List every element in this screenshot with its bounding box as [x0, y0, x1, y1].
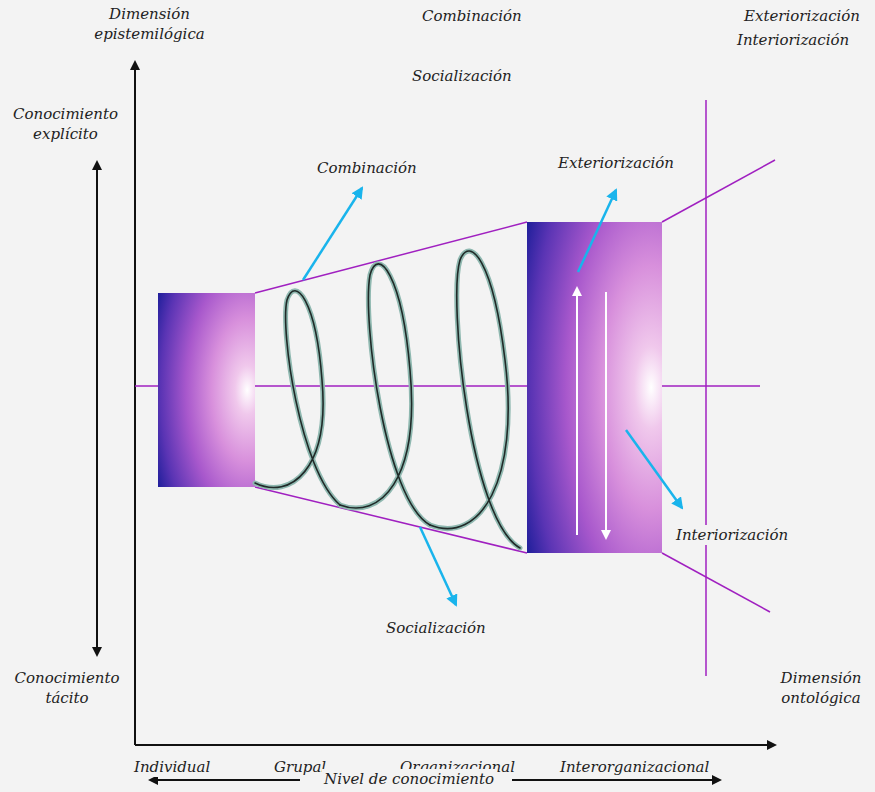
callout-label: Exteriorización: [556, 153, 676, 173]
axis-title: Dimensión ontológica: [771, 668, 871, 709]
axis-end-label: Conocimiento explícito: [6, 104, 125, 145]
mode-label: Interiorización: [735, 30, 851, 50]
level-label: Grupal: [272, 757, 328, 777]
level-label: Individual: [132, 757, 212, 777]
axis-caption: Nivel de conocimiento: [322, 769, 496, 789]
callout-label: Interiorización: [674, 525, 790, 545]
level-label: Interorganizacional: [558, 757, 711, 777]
mode-label: Socialización: [410, 66, 514, 86]
mode-label: Exteriorización: [742, 6, 862, 26]
axis-end-label: Conocimiento tácito: [10, 668, 124, 709]
callout-label: Socialización: [384, 618, 488, 638]
callout-label: Combinación: [315, 158, 419, 178]
axis-title: Dimensión epistemilógica: [90, 4, 209, 45]
mode-label: Combinación: [420, 6, 524, 26]
